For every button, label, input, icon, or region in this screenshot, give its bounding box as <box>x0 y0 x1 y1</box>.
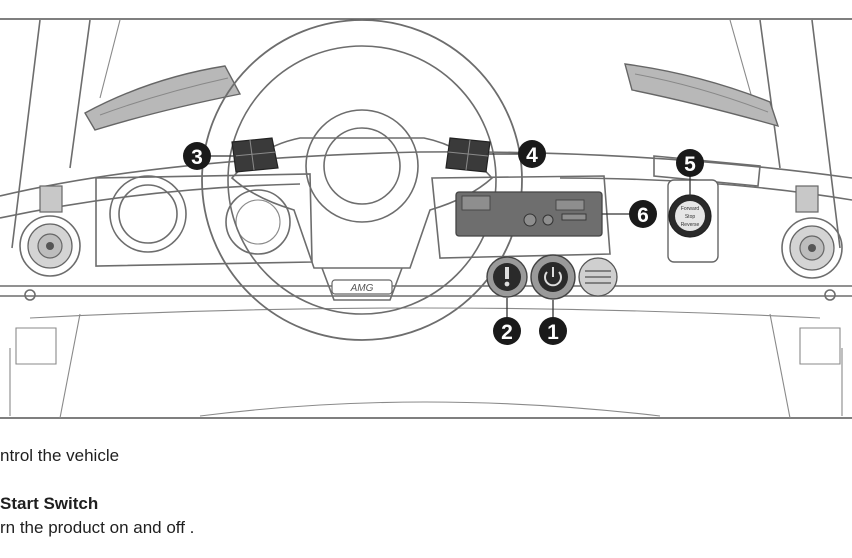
selector-label-reverse: Reverse <box>681 222 700 228</box>
svg-text:4: 4 <box>526 144 538 167</box>
section-heading: Start Switch <box>0 494 99 513</box>
control-panel <box>455 191 603 237</box>
callout-6: 6 <box>629 200 657 228</box>
left-speaker-grille-icon <box>84 65 242 131</box>
right-air-vent-icon <box>781 185 843 301</box>
steering-wheel: AMG <box>201 19 523 341</box>
svg-text:5: 5 <box>684 153 696 176</box>
svg-text:3: 3 <box>191 146 203 169</box>
intro-text: ntrol the vehicle <box>0 446 120 465</box>
left-air-vent-icon <box>19 185 81 301</box>
svg-text:6: 6 <box>637 204 649 227</box>
start-switch <box>530 254 576 300</box>
svg-text:1: 1 <box>547 321 559 344</box>
fan-button-icon <box>578 257 618 297</box>
right-wheel-buttons <box>445 137 491 173</box>
callout-5: 5 <box>676 149 704 177</box>
selector-label-forward: Forward <box>681 206 700 212</box>
right-speaker-grille-icon <box>624 63 780 128</box>
selector-label-stop: Stop <box>685 214 696 220</box>
horn-button <box>486 256 528 298</box>
direction-selector: Forward Stop Reverse <box>667 179 719 263</box>
left-wheel-buttons <box>231 137 279 173</box>
callout-3: 3 <box>183 142 211 170</box>
brand-badge: AMG <box>350 283 374 294</box>
callout-2: 2 <box>493 317 521 345</box>
dashboard-illustration: AMG Forward S <box>0 18 852 420</box>
callout-1: 1 <box>539 317 567 345</box>
callout-4: 4 <box>518 140 546 168</box>
svg-text:2: 2 <box>501 321 513 344</box>
section-body: rn the product on and off . <box>0 518 195 537</box>
callout-leaders <box>210 153 691 318</box>
